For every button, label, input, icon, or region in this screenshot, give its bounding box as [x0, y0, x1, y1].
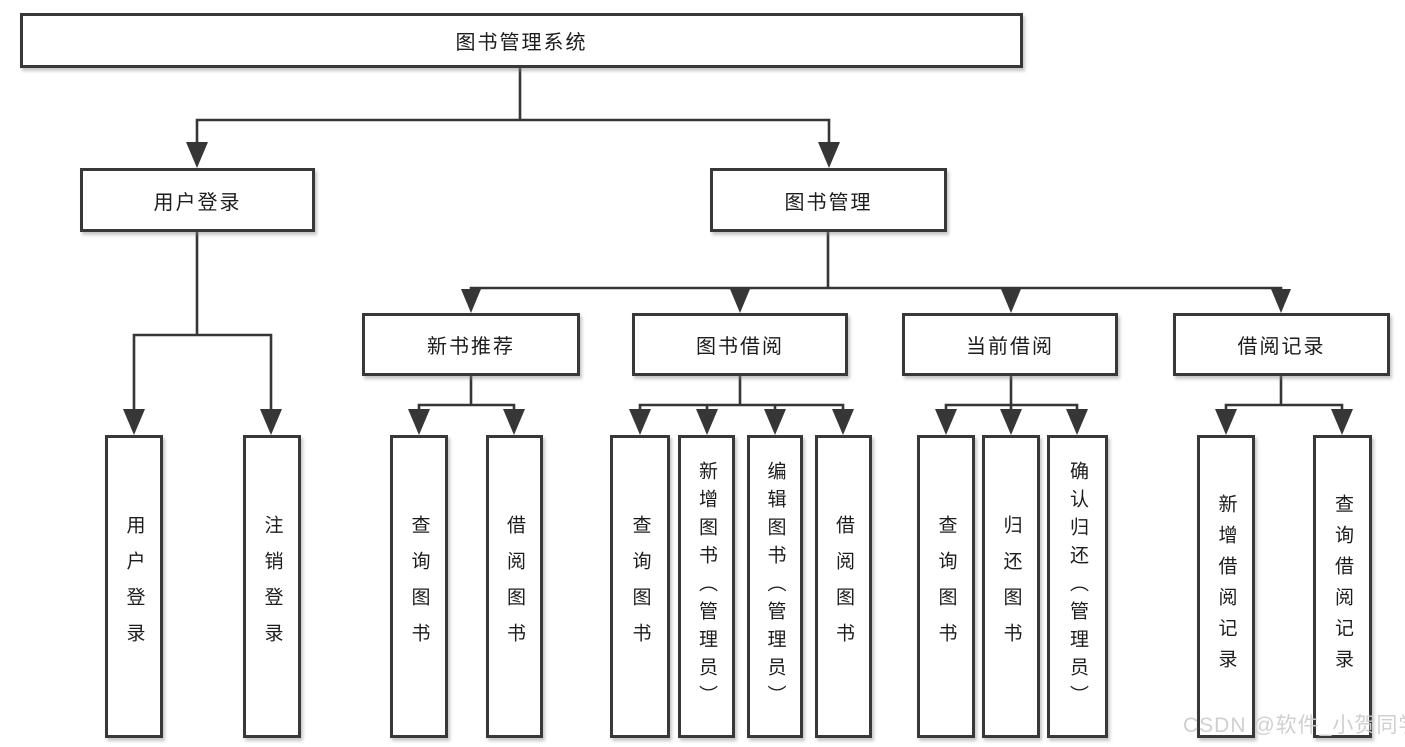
leaf-current-query-books: 查询图书 — [917, 435, 975, 738]
leaf-borrow-query-books: 查询图书 — [610, 435, 670, 738]
node-borrowing-records: 借阅记录 — [1173, 313, 1390, 376]
node-book-management: 图书管理 — [710, 168, 947, 232]
leaf-recommend-borrow-books: 借阅图书 — [486, 435, 543, 738]
node-new-book-recommend: 新书推荐 — [362, 313, 580, 376]
node-library-management-system: 图书管理系统 — [20, 13, 1023, 68]
leaf-return-books: 归还图书 — [982, 435, 1040, 738]
leaf-add-borrow-record: 新增借阅记录 — [1197, 435, 1255, 738]
csdn-watermark: CSDN @软件_小贺同学 — [1183, 714, 1405, 737]
leaf-query-borrow-record: 查询借阅记录 — [1313, 435, 1372, 738]
leaf-confirm-return-admin: 确认归还（管理员） — [1047, 435, 1108, 738]
node-user-login: 用户登录 — [80, 168, 315, 232]
leaf-logout: 注销登录 — [243, 435, 301, 738]
node-current-borrowing: 当前借阅 — [902, 313, 1118, 376]
leaf-borrow-books: 借阅图书 — [815, 435, 872, 738]
node-book-borrowing: 图书借阅 — [632, 313, 848, 376]
leaf-user-login: 用户登录 — [105, 435, 163, 738]
leaf-add-books-admin: 新增图书（管理员） — [678, 435, 735, 738]
leaf-edit-books-admin: 编辑图书（管理员） — [747, 435, 803, 738]
leaf-recommend-query-books: 查询图书 — [390, 435, 448, 738]
